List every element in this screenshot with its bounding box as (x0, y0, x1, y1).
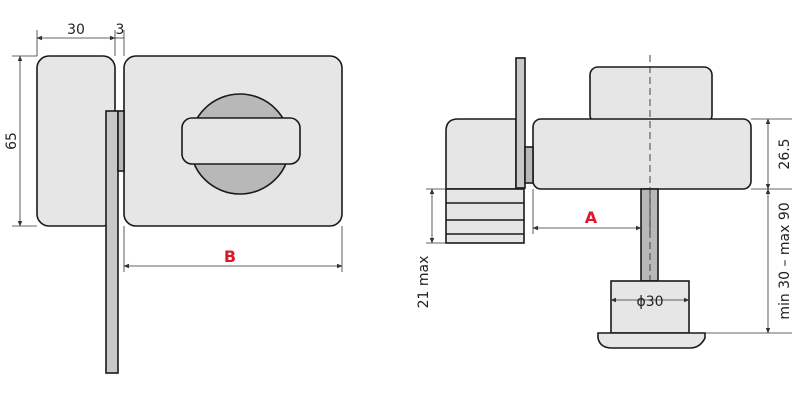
dim-label-b: B (224, 247, 236, 266)
dim-bolt-max: 21 max (416, 256, 432, 309)
housing (532, 118, 752, 190)
dim-range: min 30 – max 90 (777, 202, 793, 319)
dim-height: 65 (4, 132, 20, 150)
dim-width-body: 30 (67, 22, 85, 38)
side-plate-tab (524, 146, 534, 184)
side-view: A 26.5 min 30 – max 90 21 max ϕ30 (416, 55, 793, 349)
strike-plate-tab (117, 110, 125, 172)
dim-height-top: 26.5 (777, 138, 793, 169)
strike-plate (105, 110, 119, 374)
cylinder-flange (597, 332, 706, 349)
strike-box (445, 118, 517, 190)
front-view: 30 3 65 B (4, 22, 343, 374)
bolt (445, 188, 525, 244)
dim-gap: 3 (116, 22, 125, 38)
top-cylinder (589, 66, 713, 124)
shaft (640, 188, 659, 282)
knob-handle (181, 117, 301, 165)
left-body (36, 55, 116, 227)
side-plate (515, 57, 526, 189)
dim-diameter: ϕ30 (636, 294, 663, 310)
dim-label-a: A (585, 208, 598, 227)
